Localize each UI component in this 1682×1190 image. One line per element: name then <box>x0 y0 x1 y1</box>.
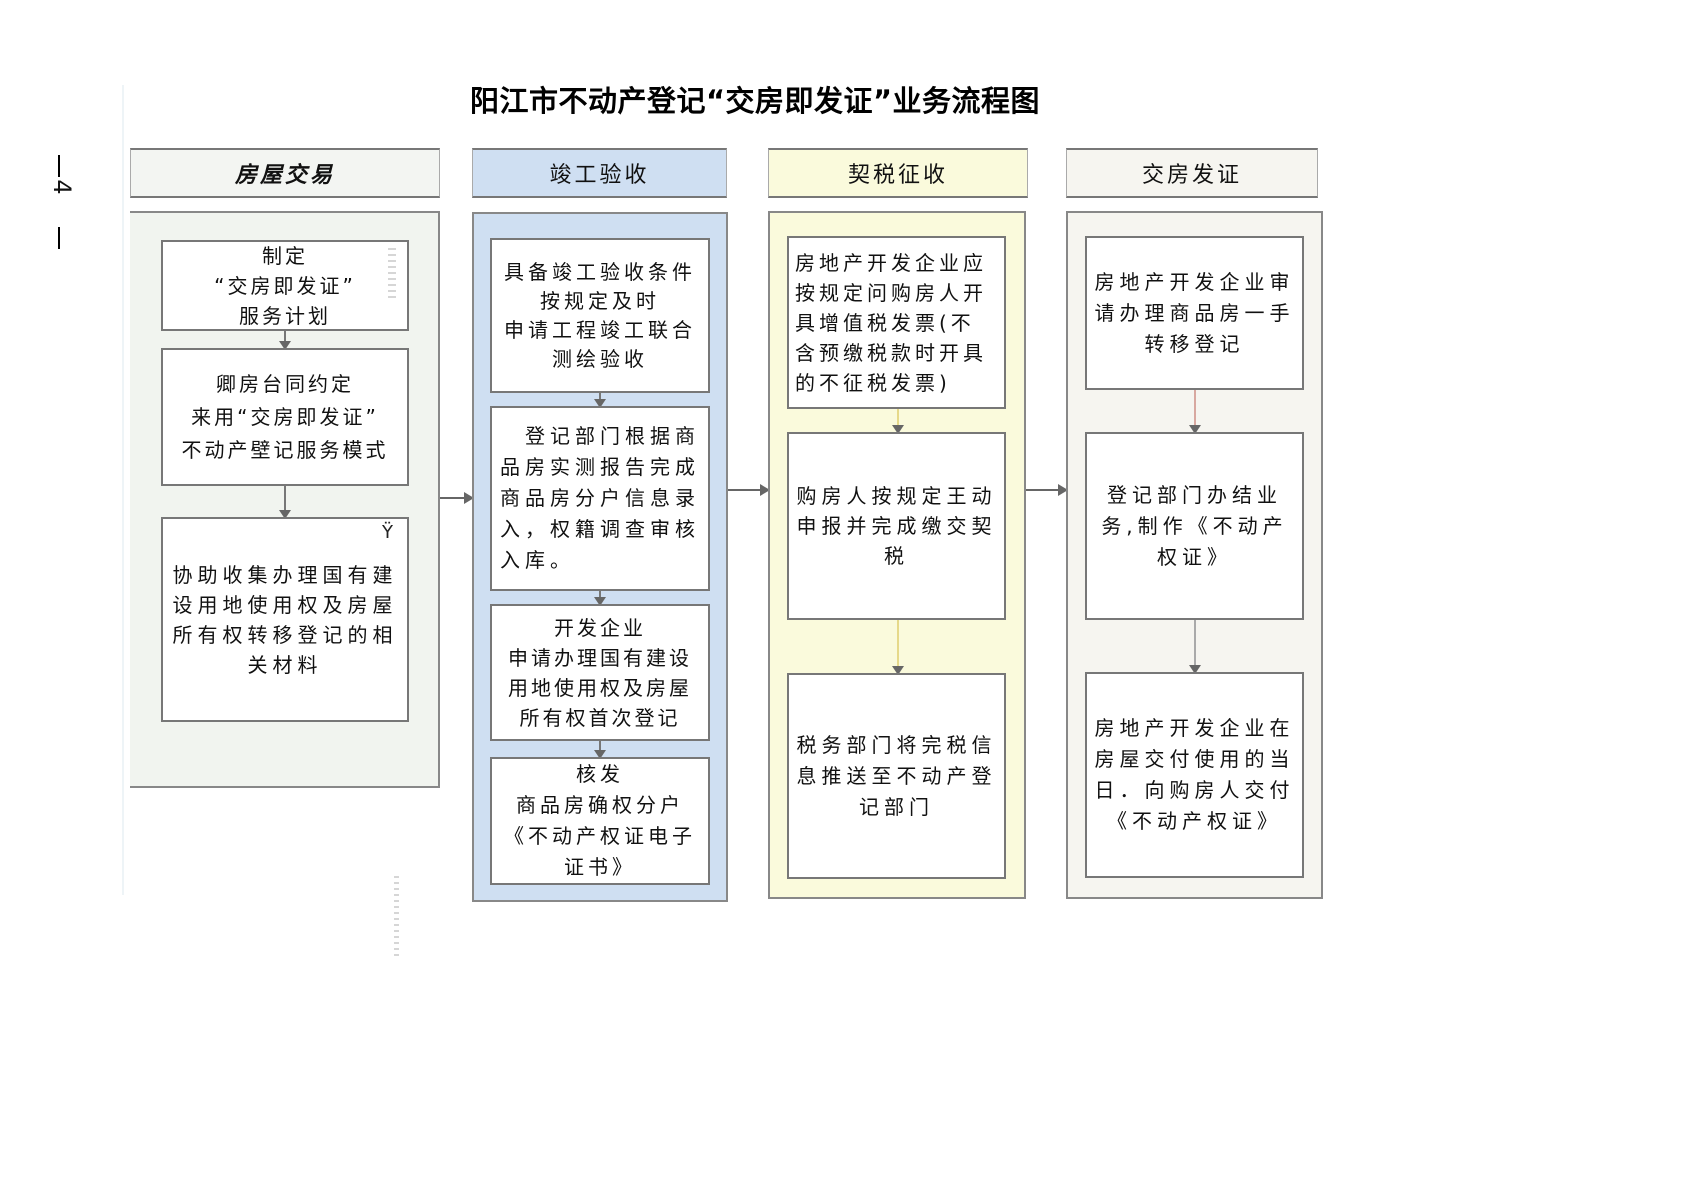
arrow-down <box>1189 390 1201 434</box>
arrow-down <box>594 591 606 606</box>
arrow-down <box>892 409 904 434</box>
step-collect-materials: 协助收集办理国有建设用地使用权及房屋所有权转移登记的相关材料 <box>161 517 409 722</box>
step-issue-e-certificate: 核发 商品房确权分户 《不动产权证电子证书》 <box>490 757 710 885</box>
step-contract-agreement: 卿房台同约定 来用“交房即发证” 不动产壁记服务模式 <box>161 348 409 486</box>
column-header-completion-acceptance: 竣工验收 <box>472 148 727 198</box>
page-number-dash-top <box>58 155 60 177</box>
arrow-down <box>279 486 291 519</box>
arrow-right <box>440 492 474 504</box>
step-issue-vat-invoice: 房地产开发企业应按规定问购房人开具增值税发票(不含预缴税款时开具的不征税发票) <box>787 236 1006 409</box>
arrow-down <box>594 741 606 759</box>
scan-noise <box>394 876 399 956</box>
page-number: 4 <box>48 179 76 195</box>
arrow-down <box>892 620 904 675</box>
column-header-housing-transaction: 房屋交易 <box>130 148 440 198</box>
arrow-down <box>594 393 606 408</box>
page-number-dash-bottom <box>58 227 60 249</box>
column-header-delivery-certification: 交房发证 <box>1066 148 1318 198</box>
scan-noise <box>388 248 396 298</box>
page-title: 阳江市不动产登记“交房即发证”业务流程图 <box>469 84 1041 118</box>
column-header-deed-tax-collection: 契税征收 <box>768 148 1028 198</box>
arrow-down <box>1189 620 1201 674</box>
step-apply-transfer-registration: 房地产开发企业审请办理商品房一手转移登记 <box>1085 236 1304 390</box>
step-make-service-plan: 制定 “交房即发证” 服务计划 <box>161 240 409 331</box>
step-pay-deed-tax: 购房人按规定王动申报并完成缴交契税 <box>787 432 1006 620</box>
step-register-household-info: 登记部门根据商品房实测报告完成商品房分户信息录入，权籍调查审核入库。 <box>490 406 710 591</box>
step-apply-joint-survey: 具备竣工验收条件 按规定及时 申请工程竣工联合 测绘验收 <box>490 238 710 393</box>
arrow-down <box>279 331 291 350</box>
margin-line <box>122 85 124 895</box>
arrow-right <box>728 484 770 496</box>
arrow-right <box>1026 484 1068 496</box>
step-deliver-certificate: 房地产开发企业在房屋交付使用的当日．向购房人交付《不动产权证》 <box>1085 672 1304 878</box>
step-first-registration: 开发企业 申请办理国有建设用地使用权及房屋所有权首次登记 <box>490 604 710 741</box>
step-push-tax-info: 税务部门将完税信息推送至不动产登记部门 <box>787 673 1006 879</box>
step-make-property-certificate: 登记部门办结业务,制作《不动产权证》 <box>1085 432 1304 620</box>
antenna-mark-icon: Ϋ <box>382 522 393 543</box>
